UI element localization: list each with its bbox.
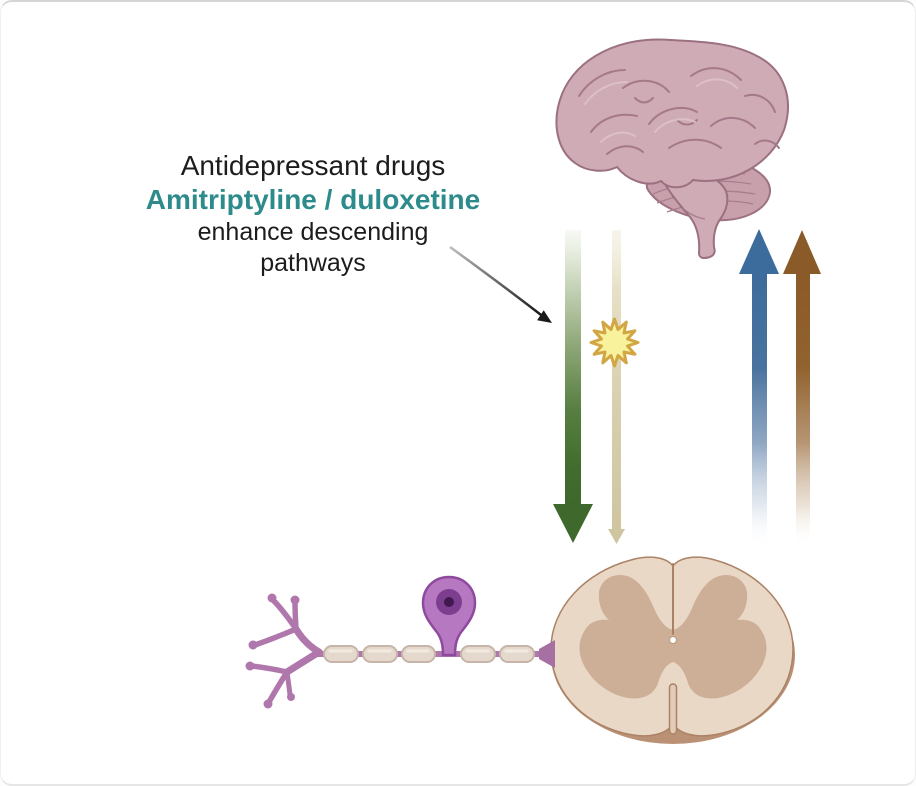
annotation-line-4: pathways bbox=[260, 249, 366, 277]
green-arrowhead bbox=[553, 504, 593, 543]
brown-arrowhead bbox=[783, 230, 821, 274]
tan-arrowhead bbox=[608, 529, 625, 544]
cerebrum bbox=[555, 38, 789, 189]
annotation-pointer-arrow bbox=[449, 245, 552, 323]
green-arrow-shaft bbox=[565, 230, 581, 505]
annotation-line-1: Antidepressant drugs bbox=[180, 150, 446, 181]
dendrites bbox=[249, 597, 323, 705]
neuron-illustration bbox=[245, 575, 555, 709]
tan-arrow-shaft bbox=[612, 230, 621, 530]
brain-highlights bbox=[584, 78, 738, 143]
spinal-cord-illustration bbox=[550, 556, 795, 744]
descending-pathway-arrow-green bbox=[553, 230, 593, 543]
pointer-line bbox=[449, 245, 546, 319]
central-canal bbox=[669, 636, 677, 644]
nucleolus bbox=[444, 597, 454, 607]
anterior-median-fissure bbox=[668, 683, 678, 735]
blue-arrow-shaft bbox=[752, 272, 767, 547]
axon-terminal bbox=[539, 640, 555, 668]
ascending-pathway-arrow-blue bbox=[739, 229, 779, 547]
activation-burst-icon bbox=[589, 317, 640, 368]
pointer-arrowhead bbox=[537, 310, 552, 323]
annotation-line-3: enhance descending bbox=[197, 218, 429, 246]
annotation-text-block: Antidepressant drugs Amitriptyline / dul… bbox=[101, 149, 525, 279]
descending-pathway-arrow-tan bbox=[608, 230, 625, 544]
annotation-drug-names: Amitriptyline / duloxetine bbox=[145, 184, 481, 215]
pons-line bbox=[684, 209, 706, 220]
soma bbox=[421, 575, 477, 657]
brown-arrow-shaft bbox=[796, 272, 810, 547]
ascending-pathway-arrow-brown bbox=[783, 230, 821, 547]
dendrite-tips bbox=[245, 593, 300, 709]
brain-illustration bbox=[555, 38, 789, 260]
brain-gyri bbox=[578, 67, 780, 155]
blue-arrowhead bbox=[739, 229, 779, 274]
